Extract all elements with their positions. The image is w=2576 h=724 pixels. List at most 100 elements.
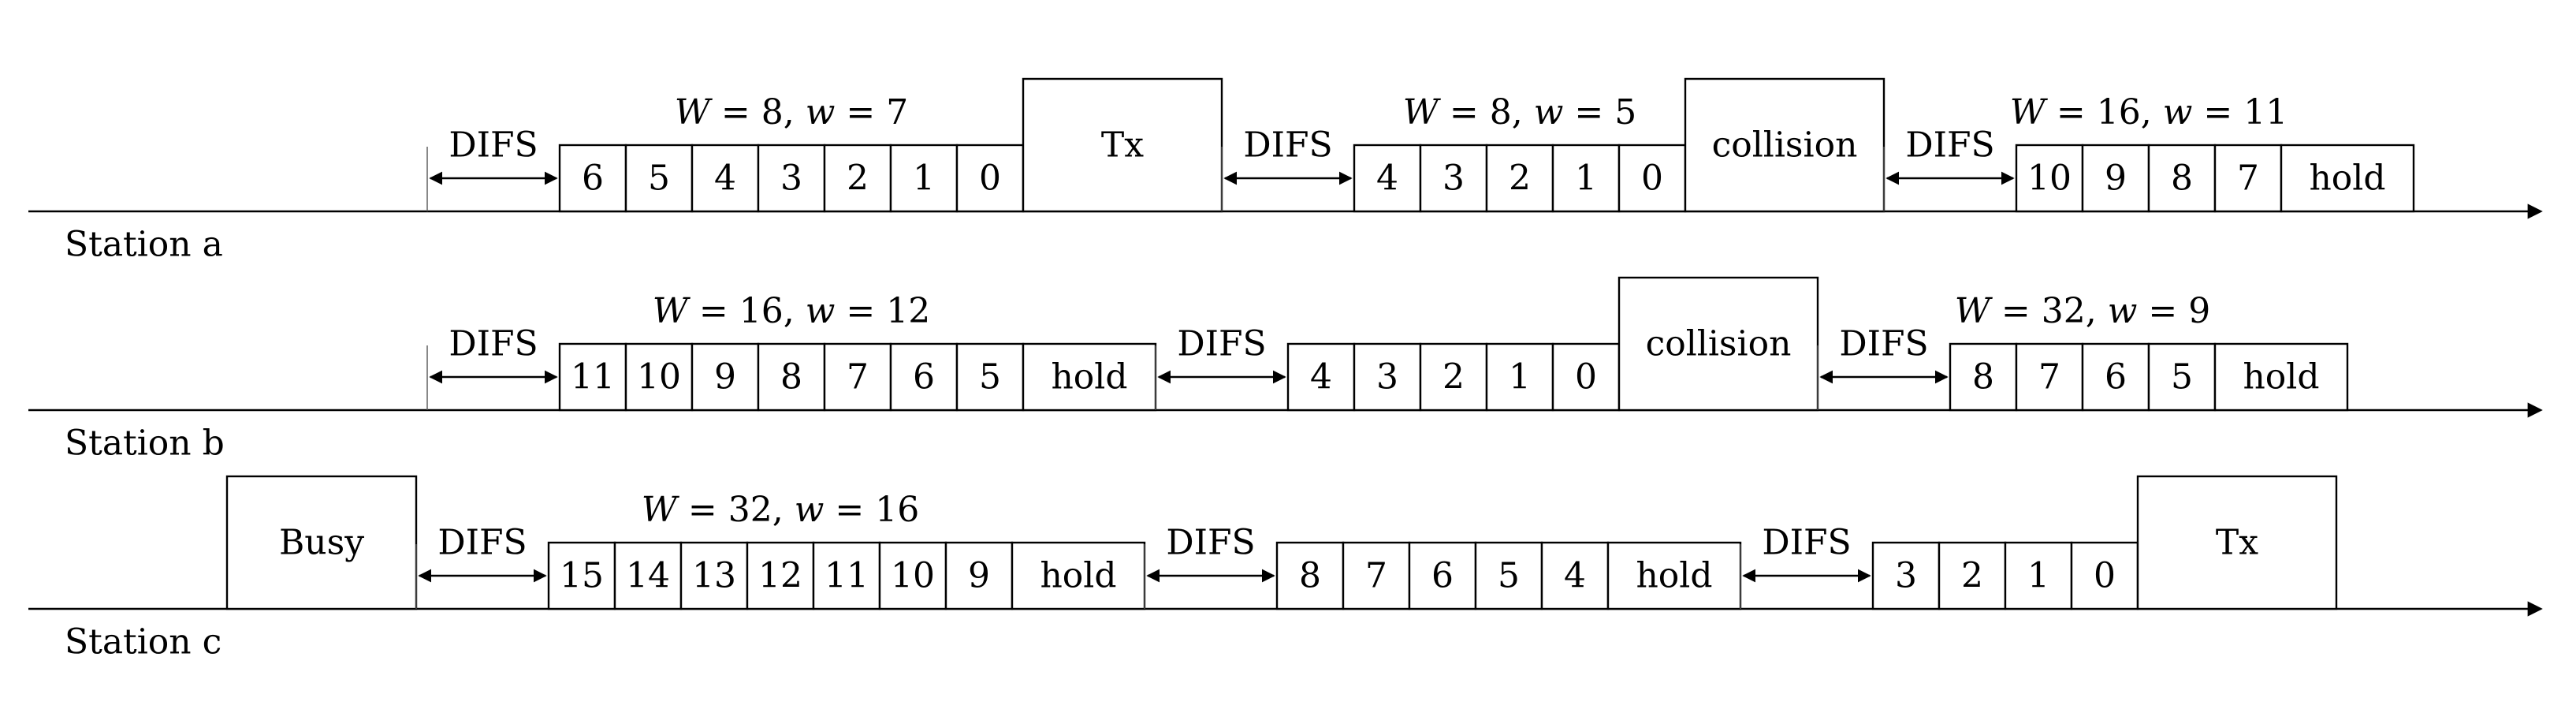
hold-label: hold <box>1040 556 1116 596</box>
backoff-count-w: 9 <box>2188 291 2210 331</box>
backoff-slot <box>691 144 760 213</box>
backoff-slot-value: 10 <box>891 556 935 596</box>
hold-box <box>1011 541 1146 610</box>
contention-window-label: W = 16, w = 12 <box>653 291 931 331</box>
backoff-slot <box>1474 541 1543 610</box>
backoff-slot <box>823 144 892 213</box>
backoff-slot-value: 3 <box>1442 159 1465 199</box>
contention-window-label: W = 8, w = 5 <box>1403 92 1637 132</box>
hold-label: hold <box>2243 357 2319 397</box>
backoff-slot <box>2147 342 2217 412</box>
backoff-slot <box>558 342 627 412</box>
hold-box <box>1022 342 1157 412</box>
backoff-slot <box>1485 144 1554 213</box>
backoff-count-w: 5 <box>1614 92 1636 132</box>
station-label: Station b <box>65 424 225 464</box>
difs-label: DIFS <box>449 125 538 166</box>
backoff-slot-value: 3 <box>780 159 802 199</box>
backoff-slot <box>812 541 881 610</box>
backoff-slot-value: 1 <box>1575 159 1597 199</box>
backoff-slot-value: 7 <box>2038 357 2060 397</box>
backoff-slot-value: 4 <box>1310 357 1332 397</box>
window-size-W: 8 <box>1490 92 1512 132</box>
station-label: Station c <box>65 622 221 662</box>
difs-label: DIFS <box>1905 125 1994 166</box>
backoff-slot-value: 7 <box>1365 556 1387 596</box>
backoff-slot <box>2081 144 2150 213</box>
window-size-W: 16 <box>739 291 784 331</box>
backoff-slot-value: 9 <box>714 357 736 397</box>
collision-box <box>1684 77 1885 213</box>
backoff-slot-value: 4 <box>714 159 736 199</box>
tx-box <box>1022 77 1223 213</box>
difs-label: DIFS <box>449 324 538 364</box>
backoff-slot <box>1540 541 1610 610</box>
tx-box <box>2136 475 2338 610</box>
backoff-slot-value: 6 <box>1431 556 1454 596</box>
station-label: Station a <box>65 225 223 265</box>
backoff-slot-value: 10 <box>2027 159 2072 199</box>
backoff-slot-value: 10 <box>637 357 681 397</box>
backoff-slot-value: 2 <box>1961 556 1983 596</box>
backoff-slot-value: 4 <box>1564 556 1586 596</box>
hold-box <box>2213 342 2349 412</box>
backoff-slot <box>558 144 627 213</box>
backoff-slot-value: 7 <box>2237 159 2259 199</box>
contention-window-label: W = 32, w = 16 <box>642 490 920 530</box>
backoff-slot-value: 4 <box>1376 159 1398 199</box>
backoff-slot-value: 11 <box>571 357 615 397</box>
backoff-slot-value: 15 <box>560 556 604 596</box>
backoff-slot <box>757 144 826 213</box>
contention-window-label: W = 32, w = 9 <box>1955 291 2211 331</box>
backoff-slot <box>624 342 694 412</box>
backoff-count-w: 11 <box>2243 92 2288 132</box>
backoff-slot <box>1871 541 1941 610</box>
difs-label: DIFS <box>1243 125 1332 166</box>
backoff-slot-value: 14 <box>626 556 670 596</box>
backoff-slot <box>2004 541 2073 610</box>
difs-label: DIFS <box>1839 324 1928 364</box>
backoff-slot <box>2147 144 2217 213</box>
backoff-slot-value: 5 <box>648 159 670 199</box>
backoff-count-w: 7 <box>886 92 908 132</box>
backoff-slot-value: 11 <box>825 556 869 596</box>
backoff-slot-value: 6 <box>2105 357 2127 397</box>
backoff-slot-value: 0 <box>1575 357 1597 397</box>
difs-label: DIFS <box>1762 523 1851 563</box>
backoff-slot <box>823 342 892 412</box>
window-size-W: 32 <box>2042 291 2086 331</box>
backoff-slot <box>889 144 959 213</box>
backoff-slot-value: 9 <box>2105 159 2127 199</box>
backoff-slot <box>1353 144 1422 213</box>
backoff-count-w: 12 <box>886 291 930 331</box>
tx-label: Tx <box>2216 523 2258 563</box>
busy-label: Busy <box>279 523 364 563</box>
window-size-W: 32 <box>728 490 772 530</box>
backoff-slot-value: 0 <box>979 159 1001 199</box>
busy-box <box>225 475 418 610</box>
backoff-slot-value: 3 <box>1376 357 1398 397</box>
backoff-slot-value: 5 <box>2171 357 2193 397</box>
backoff-slot <box>955 342 1025 412</box>
backoff-slot-value: 8 <box>1299 556 1321 596</box>
backoff-slot-value: 9 <box>968 556 990 596</box>
backoff-slot <box>1353 342 1422 412</box>
backoff-slot-value: 1 <box>2027 556 2049 596</box>
collision-box <box>1617 276 1819 412</box>
backoff-count-w: 16 <box>875 490 919 530</box>
backoff-slot <box>1949 342 2018 412</box>
backoff-slot <box>1419 342 1488 412</box>
hold-label: hold <box>2309 159 2385 199</box>
hold-label: hold <box>1636 556 1712 596</box>
collision-label: collision <box>1712 125 1858 166</box>
window-size-W: 16 <box>2097 92 2141 132</box>
backoff-slot-value: 1 <box>1509 357 1531 397</box>
backoff-slot-value: 5 <box>1498 556 1520 596</box>
backoff-slot <box>1551 342 1621 412</box>
backoff-slot <box>1938 541 2007 610</box>
backoff-slot-value: 7 <box>847 357 869 397</box>
backoff-slot-value: 12 <box>758 556 802 596</box>
